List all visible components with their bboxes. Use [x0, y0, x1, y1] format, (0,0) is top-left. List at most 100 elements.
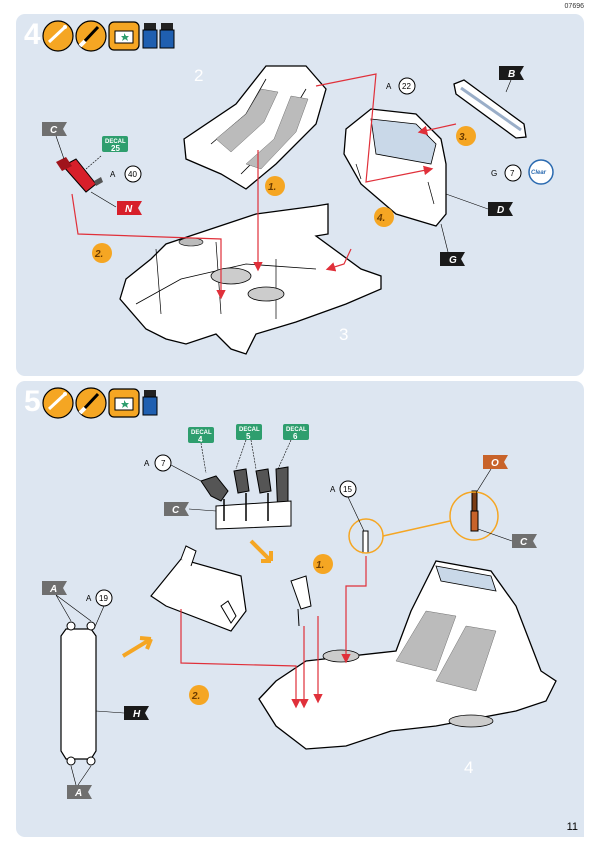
step-5-sub-1: 1. [313, 554, 333, 574]
step-4-sub-1: 1. [265, 176, 285, 196]
catalog-number: 07696 [564, 3, 584, 10]
svg-text:C: C [172, 505, 180, 516]
step-5-orange-arrow-gear [249, 539, 273, 563]
step-4-sub-4: 4. [374, 207, 394, 227]
flag-c: C [164, 502, 217, 516]
glue-tube-icon [42, 387, 74, 419]
svg-text:DECAL: DECAL [239, 427, 260, 433]
decal-sheet-icon [108, 21, 140, 51]
svg-text:G: G [491, 169, 497, 178]
svg-text:DECAL: DECAL [105, 139, 126, 145]
decal-sheet-icon [108, 388, 140, 418]
step-5-arrow-shifter [341, 556, 367, 664]
paint-pot-icon [142, 23, 175, 49]
svg-text:22: 22 [402, 82, 411, 91]
svg-text:O: O [491, 458, 499, 469]
step-4-illustration: 2 3 [42, 20, 554, 355]
svg-text:H: H [133, 709, 141, 720]
step-5-arrow-dashboard [180, 609, 301, 709]
flag-c: C [42, 122, 67, 160]
side-panel-part [60, 621, 97, 766]
paint-brush-icon [75, 387, 107, 419]
svg-text:25: 25 [111, 144, 120, 153]
flag-g: G [440, 223, 465, 266]
clear-paint-icon: Clear [528, 159, 554, 185]
svg-text:B: B [508, 69, 515, 80]
flag-d: D [445, 193, 513, 216]
step-4-arrow-bulkhead [315, 73, 434, 183]
step-4-sub-3: 3. [456, 126, 476, 146]
svg-text:DECAL: DECAL [286, 427, 307, 433]
page-number-box [554, 815, 584, 837]
step-5-orange-arrow-dashboard [121, 636, 153, 658]
svg-text:A: A [110, 170, 116, 179]
svg-text:1.: 1. [268, 182, 276, 193]
svg-text:A: A [74, 788, 82, 799]
svg-text:6: 6 [293, 432, 298, 441]
svg-text:C: C [50, 125, 58, 136]
page-number: 11 [566, 821, 578, 833]
svg-text:A: A [330, 485, 336, 494]
svg-text:2.: 2. [191, 691, 200, 702]
step-5-sub-2: 2. [189, 685, 209, 705]
gear-shifter-part [348, 490, 499, 554]
flag-o: O [475, 455, 508, 494]
svg-text:G: G [449, 255, 457, 266]
svg-text:2.: 2. [94, 249, 103, 260]
svg-text:A: A [86, 594, 92, 603]
pedal-box-part [200, 466, 292, 530]
step-4-arrow-bulkhead-place [325, 248, 352, 272]
lever-part [290, 575, 312, 627]
ref-a-19: A 19 [86, 589, 113, 630]
svg-text:1.: 1. [316, 560, 324, 571]
glue-tube-icon [42, 20, 74, 52]
svg-text:5: 5 [246, 432, 251, 441]
step-number: 4 [24, 18, 41, 51]
svg-text:40: 40 [128, 170, 137, 179]
svg-text:7: 7 [161, 459, 166, 468]
dashboard-part [150, 545, 247, 632]
flag-c-shifter: C [477, 528, 537, 548]
part-number-chassis: 3 [339, 325, 348, 344]
step-4-panel: 4 2 3 [16, 14, 584, 376]
decal-25-badge: DECAL 25 [85, 136, 128, 170]
flag-n: N [90, 191, 142, 215]
flag-a-top: A [42, 581, 92, 622]
svg-text:A: A [144, 459, 150, 468]
flag-a-bottom: A [67, 765, 92, 799]
svg-text:C: C [520, 537, 528, 548]
svg-text:19: 19 [99, 594, 108, 603]
paint-tube-part [56, 157, 103, 193]
svg-text:N: N [125, 204, 133, 215]
svg-text:Clear: Clear [531, 170, 547, 176]
svg-text:A: A [49, 584, 57, 595]
step-4-arrow-tube [71, 193, 226, 300]
ref-a-22: A 22 [386, 77, 416, 95]
bulkhead-part [343, 108, 447, 227]
flag-b: B [499, 66, 524, 93]
svg-text:4: 4 [198, 435, 203, 444]
mirror-part [453, 79, 527, 139]
flag-h: H [95, 706, 149, 720]
svg-text:4.: 4. [376, 213, 385, 224]
part-number-tub: 4 [464, 758, 473, 777]
paint-brush-icon [75, 20, 107, 52]
step-number: 5 [24, 385, 41, 418]
part-number-seat: 2 [194, 66, 203, 85]
seat-part [183, 65, 327, 190]
svg-text:D: D [497, 205, 504, 216]
svg-text:7: 7 [510, 169, 515, 178]
svg-text:DECAL: DECAL [191, 430, 212, 436]
ref-a-40: A 40 [110, 165, 142, 183]
svg-text:3.: 3. [459, 132, 467, 143]
step-4-arrow-mirror [417, 123, 457, 136]
svg-text:A: A [386, 82, 392, 91]
